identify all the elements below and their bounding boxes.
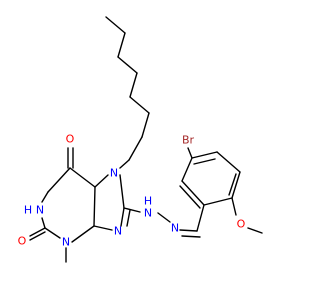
bromine-atom: Br: [182, 134, 195, 147]
hydrazone-nh-nitrogen: N: [144, 207, 152, 220]
octyl-chain: [105, 16, 150, 169]
purine-core: [29, 147, 131, 263]
imide-nitrogen-1: N: [36, 204, 44, 217]
hydrazone-linker: [123, 207, 201, 238]
imine-nitrogen: N: [171, 222, 179, 235]
carbonyl-oxygen-2: O: [18, 235, 27, 248]
molecule-canvas: O N H O N N N N H N Br O: [17, 16, 263, 263]
carbonyl-oxygen-6: O: [66, 133, 75, 146]
hydrazone-hydrogen: H: [144, 195, 152, 208]
amide-nitrogen-3: N: [62, 236, 70, 249]
imide-hydrogen: H: [24, 204, 32, 217]
methoxy-oxygen: O: [237, 218, 246, 231]
molecule-structure: O N H O N N N N H N Br O: [18, 16, 263, 263]
bromomethoxyphenyl-ring: [179, 147, 263, 234]
imidazole-nitrogen-7: N: [110, 167, 118, 180]
imidazole-nitrogen-9: N: [114, 225, 122, 238]
